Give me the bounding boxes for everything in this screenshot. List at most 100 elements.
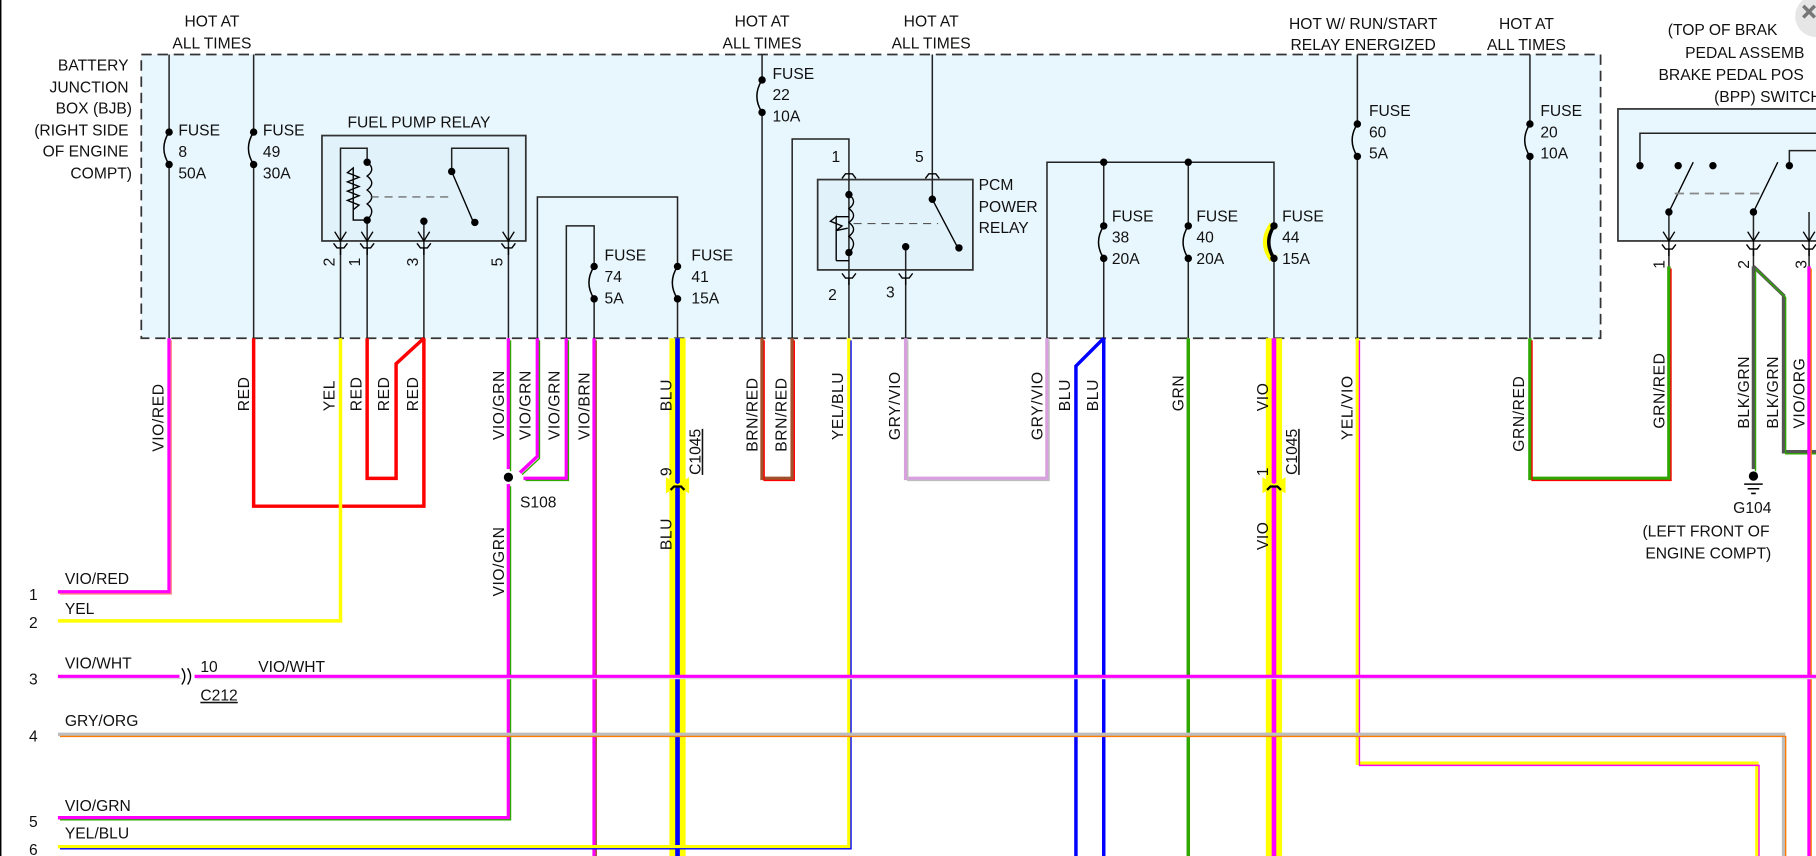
junction-dot [1184,158,1192,166]
fuse-num: 20 [1540,124,1558,141]
header-hot-1: ALL TIMES [172,36,251,53]
wire-color-label: BLU [1057,379,1074,411]
wire-color-label: VIO/BRN [577,372,594,440]
wire-yel [57,338,343,623]
fpr-pin-2: 2 [322,258,339,267]
junction-dot [363,158,371,166]
arrow-icon [502,231,515,243]
wire-vio-red-tracer [59,340,172,595]
fuse-amps: 5A [605,290,625,307]
close-icon[interactable] [1802,4,1816,19]
switch-arm-icon [1668,161,1779,213]
output-label-2: YEL [65,601,95,618]
pcm-pin-5: 5 [915,149,924,166]
fuse-word: FUSE [772,66,814,83]
fpr-pin-1: 1 [347,258,364,267]
output-num-3: 3 [29,672,38,689]
bjb-label-line: BATTERY [58,58,129,75]
wire-color-label: GRN/RED [1651,352,1668,428]
junction-dot [165,160,173,169]
junction-dot [1100,158,1108,166]
wire-color-label: BLK/GRN [1736,356,1753,429]
arrow-icon [1747,231,1760,243]
fuse-num: 41 [691,269,708,286]
pcm-pin-2: 2 [828,287,837,304]
wire-color-label: VIO [1255,383,1272,412]
wire-red-loop [365,336,426,481]
fuse-word: FUSE [1540,103,1582,120]
wire-color-label: YEL/VIO [1340,375,1357,440]
wire-color-label: GRN [1171,375,1188,411]
fuse-gap [1270,225,1278,259]
resistor-icon [829,215,849,262]
wire-color-label: BLK/GRN [1765,356,1782,429]
header-hot-2: ALL TIMES [723,36,802,53]
arrow-icon [334,231,347,243]
bpp-label-line: PEDAL ASSEMB [1685,45,1804,62]
wire-brn-red [760,338,794,481]
wire-gry-org-tracer [59,735,1787,856]
wire-gry-org [57,732,1786,856]
fuse-num: 49 [263,144,280,161]
wire-color-label: BLU [1085,379,1102,411]
wire-color-label: VIO [1255,522,1272,551]
junction-dot [1100,222,1108,230]
fuse-amps: 15A [691,290,719,307]
bpp-label-line: (TOP OF BRAK [1668,22,1778,39]
close-button[interactable] [1795,0,1816,38]
fuse-word: FUSE [1369,103,1411,120]
arrow-icon [417,231,431,243]
wire-color-label: YEL/BLU [830,372,847,440]
fuse-amps: 20A [1112,251,1140,268]
fuse-gap [1100,225,1108,259]
connector-pin-icon [841,272,857,285]
wires [57,54,1816,856]
fpr-pin-5: 5 [490,257,507,266]
connector-pin-icon [1745,244,1761,257]
pcm-pin-3: 3 [886,285,895,302]
wire-brn-red-tracer [763,340,795,482]
wire-gry-vio-tracer [907,340,1050,482]
junction-dot [845,248,853,257]
junction-dot [1353,120,1362,128]
junction-dot [590,295,598,303]
wire-vio-grn-a [518,338,540,474]
junction-dot [901,243,910,251]
junction-dot [590,262,598,271]
c1045-label: C1045 [1284,429,1301,475]
wire-vio-grn-b [523,338,569,481]
arrow-icon [1662,231,1676,243]
fuse-word: FUSE [605,248,647,265]
bpp-label-line: (BPP) SWITCH [1714,89,1816,106]
switch-arm-icon [931,198,958,246]
ground-g104: G104 [1733,500,1772,517]
bpp-pin-3: 3 [1794,260,1811,269]
connector-pin-icon [841,173,857,179]
fuse-labels: FUSE850AFUSE4930AFUSE745AFUSE4115AFUSE22… [178,66,1582,308]
bpp-int [1639,132,1816,166]
connector-pin-icon [924,173,940,179]
junction-dot [471,218,479,227]
header-hot-3: ALL TIMES [892,36,971,53]
fuse-num: 74 [605,269,623,286]
wire-color-label: VIO/GRN [546,370,563,440]
pcm-relay-title: RELAY [979,220,1030,237]
junction-dot [1785,161,1794,170]
output-label-5: VIO/GRN [65,798,131,815]
wire-color-label: BRN/RED [744,377,761,451]
bjb-label-line: JUNCTION [50,80,129,97]
wire-color-label: GRN/RED [1511,376,1528,452]
c212-pin: 10 [200,659,218,676]
connector-c212-icon [181,667,192,685]
wire-color-label: RED [376,376,393,411]
bpp-switch-box [1617,108,1816,242]
header-hot-run: RELAY ENERGIZED [1291,37,1436,54]
connector-pin-icon [898,272,914,285]
resistor-icon [345,166,368,221]
fuse-word: FUSE [263,123,305,140]
header-hot-2: HOT AT [735,14,790,31]
pcm-relay-title: POWER [979,199,1038,216]
junction-dot [1270,222,1278,230]
junction-dot [1709,161,1717,170]
junction-dot [1270,254,1278,263]
